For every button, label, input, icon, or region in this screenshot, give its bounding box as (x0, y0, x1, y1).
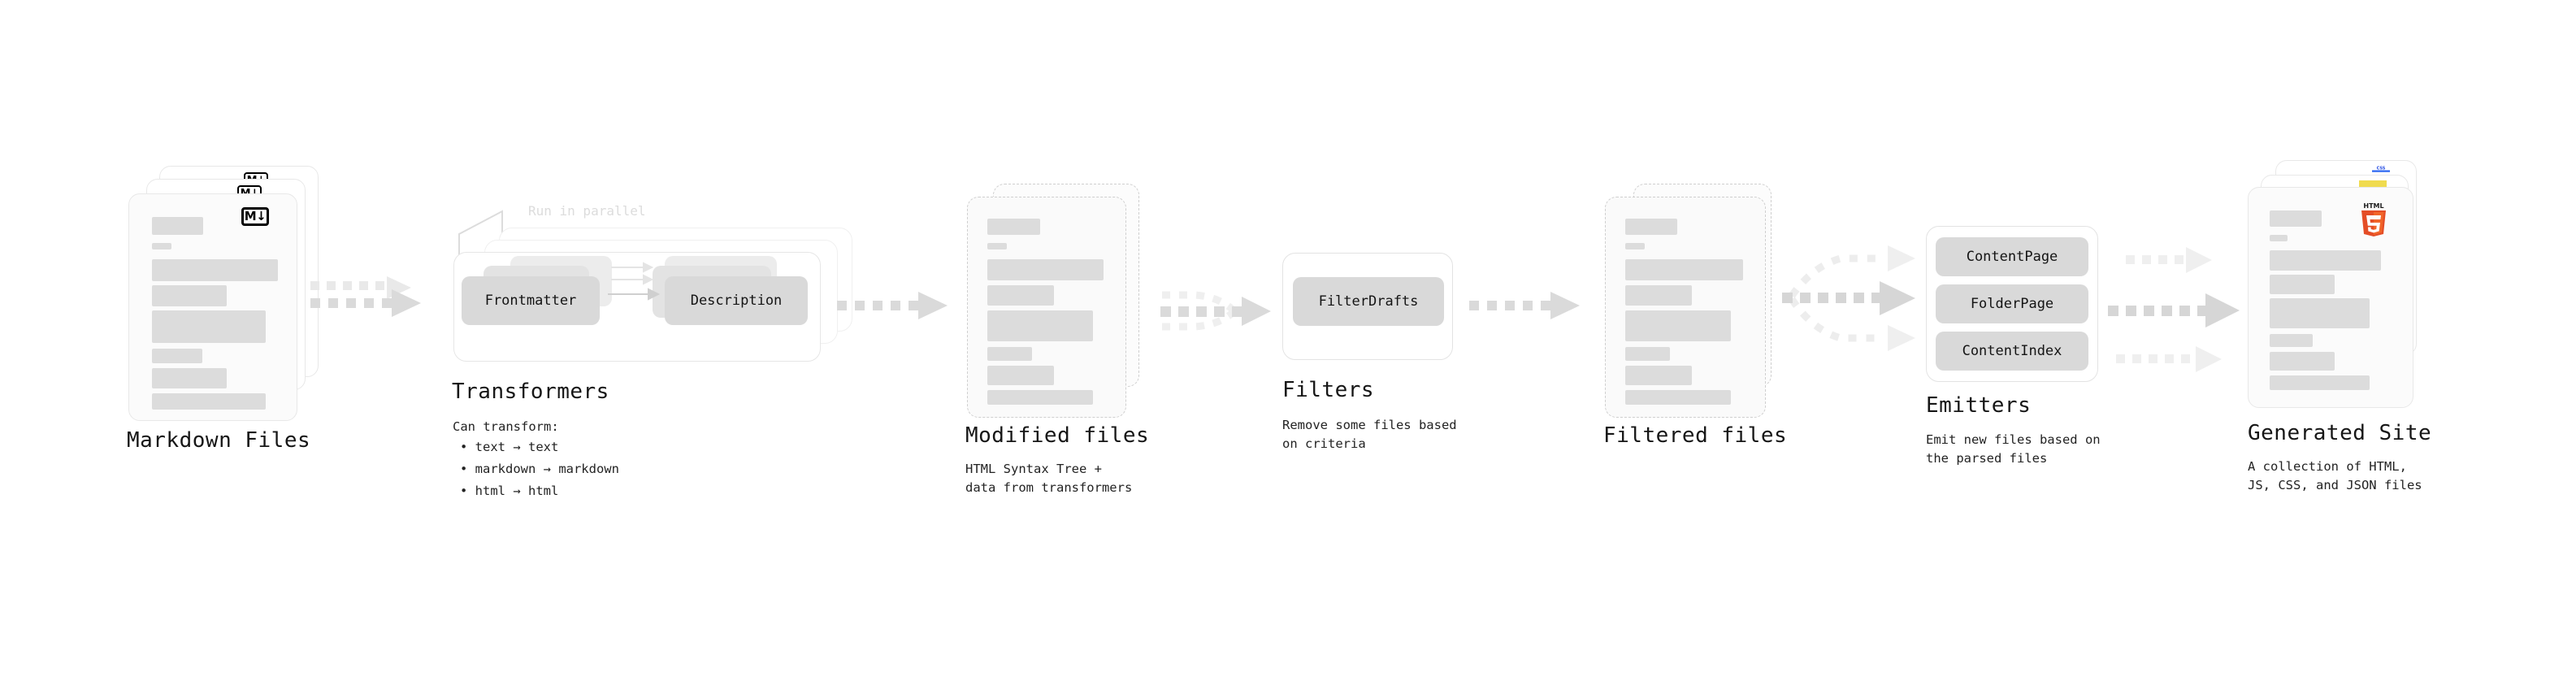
skeleton-bar (152, 393, 266, 410)
skeleton-bar (1625, 347, 1670, 361)
skeleton-bar (987, 310, 1093, 341)
transformers-subtitle-head: Can transform: (453, 419, 559, 434)
skeleton-bar (987, 285, 1054, 306)
skeleton-bar (2270, 210, 2322, 227)
skeleton-bar (1625, 285, 1692, 306)
arrow-transformers-to-modified (837, 292, 948, 319)
filters-subtitle: Remove some files based on criteria (1282, 418, 1457, 452)
filter-plugin-filterdrafts[interactable]: FilterDrafts (1293, 277, 1444, 326)
svg-text:CSS: CSS (2377, 166, 2386, 171)
skeleton-bar (2270, 334, 2313, 347)
stage-title-modified-files: Modified files (965, 423, 1150, 448)
transformer-plugin-label: Description (690, 293, 783, 309)
transformer-internal-arrows (608, 262, 661, 301)
skeleton-bar (1625, 219, 1677, 235)
skeleton-bar (1625, 366, 1692, 385)
transformers-bullet-0: • text → text (460, 440, 559, 454)
emitter-plugin-label: ContentIndex (1962, 343, 2062, 359)
arrow-emitters-to-site (2108, 247, 2240, 372)
stage-title-generated-site: Generated Site (2248, 421, 2432, 445)
stage-title-filters: Filters (1282, 378, 1375, 402)
transformer-plugin-label: Frontmatter (484, 293, 577, 309)
skeleton-bar (1625, 310, 1731, 341)
skeleton-bar (987, 347, 1032, 361)
filter-plugin-label: FilterDrafts (1318, 293, 1419, 310)
stage-title-filtered-files: Filtered files (1603, 423, 1788, 448)
skeleton-bar (987, 219, 1040, 235)
markdown-badge-icon: M↓ (241, 207, 269, 226)
transformers-bullet-2: • html → html (460, 484, 559, 498)
emitter-plugin-label: ContentPage (1966, 249, 2058, 265)
stage-title-transformers: Transformers (452, 380, 609, 404)
filtered-sheet-front (1605, 197, 1766, 418)
skeleton-bar (1625, 259, 1743, 280)
skeleton-bar (1625, 243, 1645, 249)
arrow-filters-to-filtered (1469, 292, 1580, 319)
modified-sheet-front (967, 197, 1126, 418)
skeleton-bar (2270, 275, 2335, 294)
transformer-plugin-description[interactable]: Description (665, 276, 808, 325)
generated-site-subtitle: A collection of HTML, JS, CSS, and JSON … (2248, 459, 2422, 493)
skeleton-bar (152, 217, 203, 235)
skeleton-bar (152, 259, 278, 281)
skeleton-bar (152, 349, 202, 363)
run-in-parallel-label: Run in parallel (528, 203, 646, 219)
emitter-plugin-folderpage[interactable]: FolderPage (1936, 284, 2088, 323)
arrow-markdown-to-transformers (310, 276, 421, 317)
arrow-modified-to-filters (1160, 291, 1271, 331)
html5-badge-icon: HTML (2361, 202, 2386, 236)
run-in-parallel-brace (458, 210, 503, 260)
transformer-plugin-frontmatter[interactable]: Frontmatter (462, 276, 600, 325)
skeleton-bar (987, 259, 1104, 280)
skeleton-bar (2270, 375, 2370, 390)
transformers-bullet-1: • markdown → markdown (460, 462, 619, 476)
skeleton-bar (2270, 250, 2381, 271)
skeleton-bar (987, 390, 1093, 405)
modified-files-subtitle: HTML Syntax Tree + data from transformer… (965, 462, 1133, 496)
skeleton-bar (2270, 352, 2335, 371)
skeleton-bar (152, 285, 227, 306)
emitters-subtitle: Emit new files based on the parsed files (1926, 432, 2101, 466)
skeleton-bar (987, 366, 1054, 385)
stage-title-markdown-files: Markdown Files (127, 428, 311, 453)
skeleton-bar (2270, 298, 2370, 328)
skeleton-bar (987, 243, 1007, 249)
skeleton-bar (152, 368, 227, 388)
skeleton-bar (1625, 390, 1731, 405)
skeleton-bar (152, 243, 171, 249)
css-badge-icon: CSS (2372, 166, 2390, 172)
emitter-plugin-label: FolderPage (1970, 296, 2054, 312)
skeleton-bar (2270, 235, 2288, 241)
emitter-plugin-contentindex[interactable]: ContentIndex (1936, 332, 2088, 371)
arrow-filtered-to-emitters (1782, 245, 1915, 351)
stage-title-emitters: Emitters (1926, 393, 2032, 418)
markdown-sheet-front: M↓ (128, 193, 297, 421)
html5-wordmark: HTML (2363, 202, 2383, 210)
skeleton-bar (152, 310, 266, 343)
emitter-plugin-contentpage[interactable]: ContentPage (1936, 237, 2088, 276)
site-sheet-front: HTML (2248, 187, 2413, 408)
